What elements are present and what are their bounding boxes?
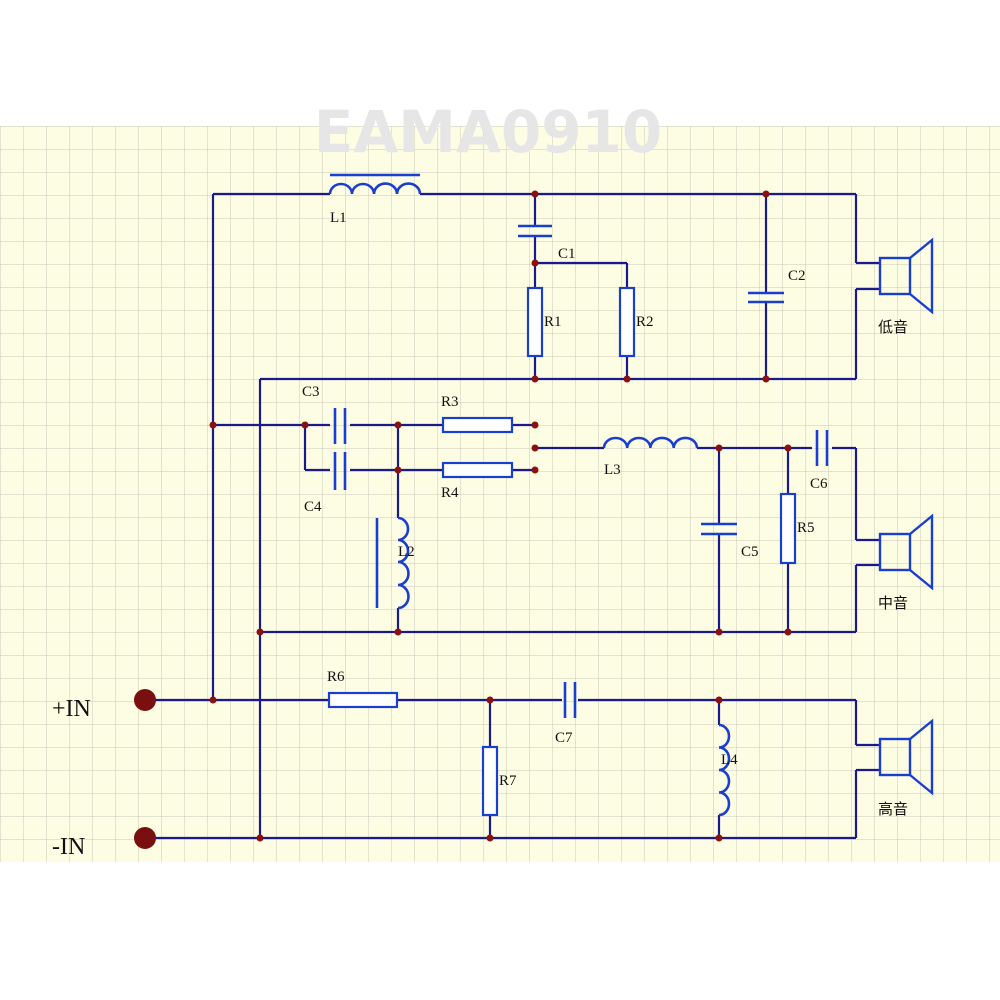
resistor-r1 (526, 286, 544, 358)
label-l1: L1 (330, 210, 347, 226)
resistor-r4 (441, 461, 514, 479)
inductor-l2 (375, 516, 410, 610)
resistor-r6 (327, 691, 399, 709)
speaker-tweeter-icon (878, 718, 934, 796)
inductor-l4 (718, 723, 731, 817)
label-tweeter: 高音 (878, 800, 908, 818)
label-r6: R6 (327, 669, 345, 685)
terminal-minus-in (134, 827, 156, 849)
label-c5: C5 (741, 544, 759, 560)
inductor-l3 (602, 436, 699, 449)
speaker-woofer-icon (878, 237, 934, 315)
speaker-midrange-icon (878, 513, 934, 591)
label-woofer: 低音 (878, 318, 908, 336)
label-c7: C7 (555, 730, 573, 746)
label-c3: C3 (302, 384, 320, 400)
capacitor-c2 (748, 291, 784, 304)
capacitor-c6 (815, 430, 829, 466)
inductor-l1 (328, 173, 422, 195)
label-c2: C2 (788, 268, 806, 284)
label-minus-in: -IN (52, 834, 85, 860)
resistor-r5 (779, 492, 797, 565)
label-midrange: 中音 (878, 594, 908, 612)
resistor-r3 (441, 416, 514, 434)
capacitor-c7 (563, 682, 577, 718)
label-r7: R7 (499, 773, 517, 789)
label-c6: C6 (810, 476, 828, 492)
label-l2: L2 (398, 544, 415, 560)
label-r5: R5 (797, 520, 815, 536)
grid-lines (0, 126, 1000, 862)
resistor-r2 (618, 286, 636, 358)
label-r4: R4 (441, 485, 459, 501)
label-plus-in: +IN (52, 696, 91, 722)
label-c1: C1 (558, 246, 576, 262)
resistor-r7 (481, 745, 499, 817)
capacitor-c4 (333, 452, 347, 490)
capacitor-c3 (333, 408, 347, 444)
label-r3: R3 (441, 394, 459, 410)
capacitor-c1 (518, 224, 552, 238)
label-r1: R1 (544, 314, 562, 330)
terminal-plus-in (134, 689, 156, 711)
label-r2: R2 (636, 314, 654, 330)
junction-dots (209, 190, 792, 842)
label-c4: C4 (304, 499, 322, 515)
watermark: EAMA0910 (314, 98, 663, 166)
label-l3: L3 (604, 462, 621, 478)
capacitor-c5 (701, 522, 737, 536)
label-l4: L4 (721, 752, 738, 768)
